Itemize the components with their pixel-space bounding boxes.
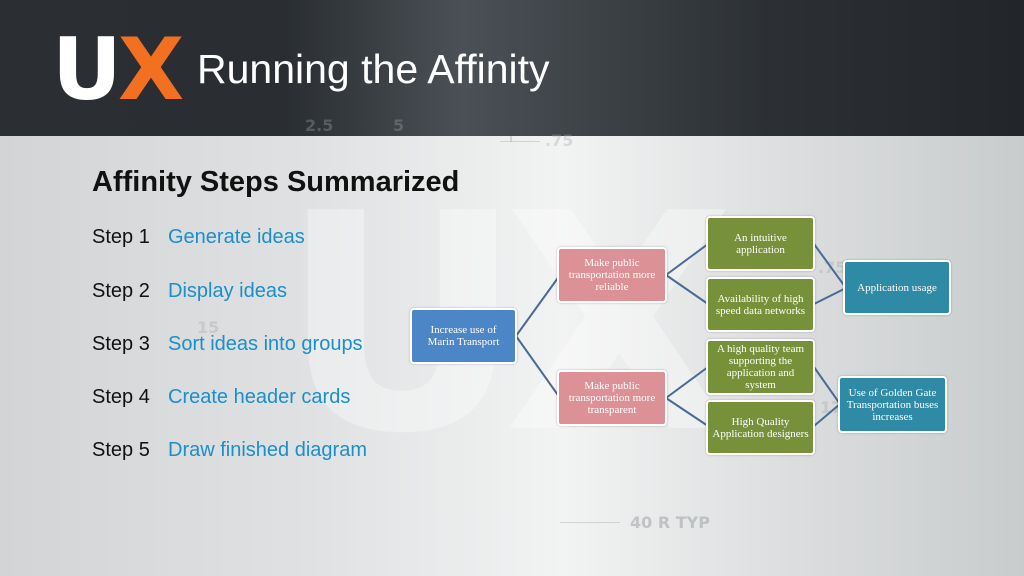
diagram-branch-card-reliable: Make public transportation more reliable [557, 247, 667, 303]
connector-leaf-3-outcome-2 [813, 366, 841, 405]
step-label: Sort ideas into groups [168, 333, 363, 355]
bg-dimension-line [510, 136, 512, 142]
diagram-root-card: Increase use of Marin Transport [410, 308, 517, 364]
step-item: Step 4 Create header cards [92, 384, 350, 410]
bg-mark: 5 [393, 116, 405, 135]
connector-branch-2-leaf-4 [665, 397, 709, 427]
bg-dimension-line [560, 522, 620, 523]
diagram-outcome-card-app-usage: Application usage [843, 260, 951, 315]
step-label: Draw finished diagram [168, 439, 367, 461]
step-item: Step 5 Draw finished diagram [92, 437, 367, 463]
connector-root-branch-2 [515, 335, 561, 399]
step-number: Step 4 [92, 386, 150, 408]
step-label: Generate ideas [168, 226, 305, 248]
logo-letter-x: X [117, 20, 184, 120]
slide-title: Running the Affinity [197, 46, 550, 92]
connector-leaf-2-outcome-1 [813, 287, 847, 305]
step-label: Create header cards [168, 386, 351, 408]
connector-branch-1-leaf-1 [665, 243, 709, 276]
diagram-outcome-card-bus-usage: Use of Golden Gate Transportation buses … [838, 376, 947, 433]
section-subtitle: Affinity Steps Summarized [92, 166, 460, 198]
step-label: Display ideas [168, 280, 287, 302]
step-number: Step 3 [92, 333, 150, 355]
diagram-leaf-card-designers: High Quality Application designers [706, 400, 815, 455]
connector-root-branch-1 [515, 274, 561, 337]
bg-mark: 40 R TYP [630, 513, 710, 532]
bg-mark: 15 [197, 318, 220, 337]
logo-letter-u: U [52, 20, 122, 120]
step-number: Step 2 [92, 280, 150, 302]
step-item: Step 2 Display ideas [92, 278, 287, 304]
connector-leaf-1-outcome-1 [813, 243, 847, 289]
diagram-leaf-card-intuitive-app: An intuitive application [706, 216, 815, 271]
diagram-leaf-card-quality-team: A high quality team supporting the appli… [706, 339, 815, 395]
step-number: Step 1 [92, 226, 150, 248]
slide-header: UX Running the Affinity 2.5 5 [0, 0, 1024, 136]
step-number: Step 5 [92, 439, 150, 461]
bg-mark: .75 [545, 131, 574, 150]
diagram-branch-card-transparent: Make public transportation more transpar… [557, 370, 667, 426]
connector-leaf-4-outcome-2 [813, 403, 841, 427]
ux-logo: UX [52, 27, 184, 113]
connector-branch-2-leaf-3 [665, 366, 709, 399]
step-item: Step 3 Sort ideas into groups [92, 331, 363, 357]
connector-branch-1-leaf-2 [665, 274, 709, 305]
bg-mark: 17 [820, 398, 843, 417]
step-item: Step 1 Generate ideas [92, 224, 305, 250]
bg-dimension-line [500, 141, 540, 142]
diagram-leaf-card-networks: Availability of high speed data networks [706, 277, 815, 332]
bg-mark: 2.5 [305, 116, 334, 135]
